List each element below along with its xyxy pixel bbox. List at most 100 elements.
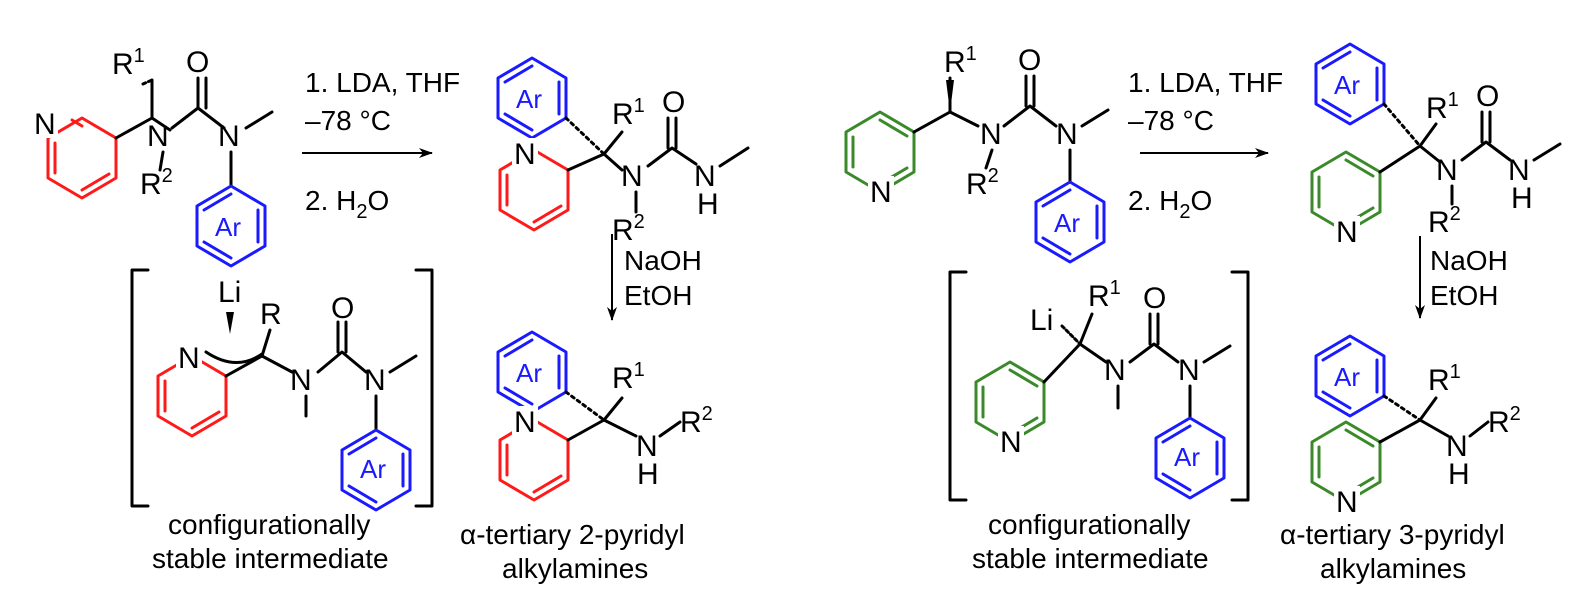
aryl-ring-product: Ar (496, 56, 568, 140)
right-intermediate-caption-line2: stable intermediate (972, 543, 1209, 574)
left-condition-temperature: –78 °C (305, 105, 391, 136)
amine-nitrogen-label: N (1446, 430, 1468, 463)
right-product-caption-line1: α-tertiary 3-pyridyl (1280, 519, 1505, 550)
right-condition-etoh: EtOH (1430, 280, 1498, 311)
r2-label: R2 (1428, 203, 1461, 239)
right-starting-material: N R1 N R2 O N Ar (844, 43, 1110, 264)
pyridine-nitrogen-label: N (1336, 216, 1358, 249)
aryl-label: Ar (516, 358, 542, 388)
left-urea-product: Ar N R1 N R2 O N H (496, 56, 750, 247)
pyridine-nitrogen-label: N (514, 406, 536, 439)
nh-nitrogen-label: N (694, 160, 716, 193)
aryl-ring-intermediate: Ar (340, 428, 412, 512)
lithium-label: Li (218, 276, 241, 309)
r2-label: R2 (140, 165, 173, 201)
amine-nitrogen-label: N (636, 430, 658, 463)
nh-hydrogen-label: H (1511, 182, 1533, 215)
right-scheme: N R1 N R2 O N Ar 1. LDA, THF –78 (844, 42, 1562, 584)
aryl-ring: Ar (195, 184, 267, 268)
left-intermediate-caption-line2: stable intermediate (152, 543, 389, 574)
left-reaction-arrow: 1. LDA, THF –78 °C 2. H2O (302, 67, 460, 223)
aryl-label: Ar (360, 454, 386, 484)
aryl-nitrogen-label: N (1178, 354, 1200, 387)
left-condition-naoh: NaOH (624, 245, 702, 276)
r1-label: R1 (944, 43, 977, 79)
aryl-ring-intermediate: Ar (1154, 416, 1226, 500)
left-intermediate: Li N R N O N Ar co (130, 268, 434, 574)
left-product-caption-line2: alkylamines (502, 553, 648, 584)
aryl-ring-amine: Ar (1314, 334, 1386, 418)
aryl-label: Ar (1174, 442, 1200, 472)
left-condition-etoh: EtOH (624, 280, 692, 311)
carbonyl-oxygen-label: O (1143, 282, 1166, 315)
r1-label: R1 (612, 359, 645, 395)
aryl-ring: Ar (1034, 180, 1106, 264)
pyridine-2-ring-amine: N (498, 406, 570, 502)
pyridine-2-ring-product: N (498, 138, 570, 232)
pyridine-nitrogen-label: N (1000, 426, 1022, 459)
pyridine-nitrogen-label: N (34, 108, 56, 141)
r1-label: R1 (1428, 361, 1461, 397)
left-starting-material: N R1 N R2 O N Ar (32, 45, 274, 268)
pyridine-nitrogen-label: N (1336, 486, 1358, 519)
right-condition-step1: 1. LDA, THF (1128, 67, 1283, 98)
r2-label: R2 (680, 403, 713, 439)
r1-label: R1 (612, 95, 645, 131)
left-condition-step1: 1. LDA, THF (305, 67, 460, 98)
nh-nitrogen-label: N (1508, 154, 1530, 187)
r1-label: R1 (112, 45, 145, 81)
right-urea-product: Ar N R1 N R2 O N H (1310, 42, 1562, 249)
aryl-label: Ar (1334, 362, 1360, 392)
right-condition-step2: 2. H2O (1128, 185, 1212, 223)
nh-hydrogen-label: H (697, 188, 719, 221)
pyridine-3-ring-product: N (1310, 150, 1382, 249)
urea-nitrogen-label: N (1104, 354, 1126, 387)
carbonyl-oxygen-label: O (1018, 44, 1041, 77)
carbonyl-oxygen-label: O (331, 292, 354, 325)
aryl-nitrogen-label: N (1056, 118, 1078, 151)
right-hydrolysis-arrow: NaOH EtOH (1415, 236, 1508, 319)
r1-label: R1 (1088, 277, 1121, 313)
urea-nitrogen-label: N (1436, 154, 1458, 187)
urea-nitrogen-label: N (621, 160, 643, 193)
right-condition-temperature: –78 °C (1128, 105, 1214, 136)
carbonyl-oxygen-label: O (186, 46, 209, 79)
lithium-label: Li (1030, 304, 1053, 337)
left-product-caption-line1: α-tertiary 2-pyridyl (460, 519, 685, 550)
carbonyl-oxygen-label: O (1476, 80, 1499, 113)
r-label: R (260, 298, 282, 331)
pyridine-nitrogen-label: N (870, 176, 892, 209)
left-amine-product: Ar N R1 N H R2 α-tertiary 2-pyridyl alky… (460, 330, 713, 584)
pyridine-2-ring: N (32, 108, 118, 200)
aryl-ring-product: Ar (1314, 42, 1386, 126)
aryl-nitrogen-label: N (364, 364, 386, 397)
pyridine-3-ring: N (844, 110, 916, 209)
carbonyl-oxygen-label: O (662, 86, 685, 119)
urea-nitrogen-label: N (290, 364, 312, 397)
pyridine-nitrogen-label: N (514, 138, 536, 171)
pyridine-3-ring-amine: N (1310, 420, 1382, 519)
right-amine-product: Ar N R1 N H R2 α-tertiary 3-pyridyl alky… (1280, 334, 1521, 584)
amine-hydrogen-label: H (637, 458, 659, 491)
amine-hydrogen-label: H (1448, 458, 1470, 491)
pyridine-nitrogen-label: N (178, 342, 200, 375)
aryl-label: Ar (1334, 70, 1360, 100)
left-intermediate-caption-line1: configurationally (168, 509, 370, 540)
pyridine-2-ring-intermediate: N (156, 342, 228, 438)
left-scheme: N R1 N R2 O N Ar 1. LDA, THF –78 °C (32, 45, 750, 584)
right-reaction-arrow: 1. LDA, THF –78 °C 2. H2O (1128, 67, 1283, 223)
aryl-label: Ar (215, 212, 241, 242)
pyridine-3-ring-intermediate: N (974, 360, 1046, 459)
aryl-label: Ar (516, 84, 542, 114)
aryl-label: Ar (1054, 208, 1080, 238)
r2-label: R2 (1488, 403, 1521, 439)
right-intermediate: Li R1 N N O N Ar configur (948, 270, 1250, 574)
right-condition-naoh: NaOH (1430, 245, 1508, 276)
right-product-caption-line2: alkylamines (1320, 553, 1466, 584)
left-hydrolysis-arrow: NaOH EtOH (607, 234, 702, 321)
aryl-ring-amine: Ar (496, 330, 568, 414)
urea-nitrogen-label: N (980, 118, 1002, 151)
urea-nitrogen-label: N (147, 120, 169, 153)
r2-label: R2 (966, 165, 999, 201)
